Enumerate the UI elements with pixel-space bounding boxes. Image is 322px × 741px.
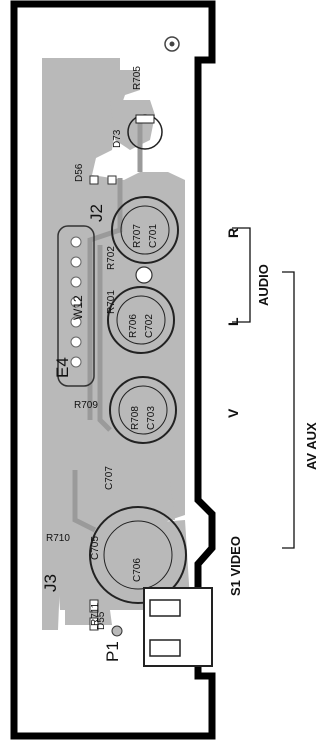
label-c705: C705 xyxy=(90,536,101,560)
connector-j2 xyxy=(57,225,95,387)
label-r707: R707 xyxy=(132,224,143,248)
label-p1: P1 xyxy=(103,641,122,662)
pads xyxy=(89,175,123,637)
av-aux-bracket xyxy=(282,271,295,549)
label-d56: D56 xyxy=(74,163,85,182)
label-r705: R705 xyxy=(132,66,143,90)
capacitor-c706 xyxy=(89,506,187,604)
label-c707: C707 xyxy=(104,466,115,490)
label-w12: W12 xyxy=(71,295,85,320)
label-c706: C706 xyxy=(132,558,143,582)
audio-bracket xyxy=(232,227,251,323)
label-s1-video: S1 VIDEO xyxy=(228,536,243,596)
label-v-channel: V xyxy=(225,408,241,418)
label-audio: AUDIO xyxy=(256,264,271,306)
svideo-connector xyxy=(143,587,213,667)
traces xyxy=(72,120,143,533)
label-d73: D73 xyxy=(112,129,123,148)
component-labels: R705 D73 D56 J2 R707 C701 R702 R701 R706… xyxy=(41,66,159,662)
center-hole xyxy=(135,266,153,284)
label-r706: R706 xyxy=(128,314,139,338)
label-j3: J3 xyxy=(41,574,60,592)
label-r-channel: R xyxy=(225,228,241,238)
label-j2: J2 xyxy=(87,204,106,222)
mounting-hole xyxy=(164,36,180,52)
label-av-aux: AV AUX xyxy=(304,422,319,470)
label-c702: C702 xyxy=(144,314,155,338)
label-r701: R701 xyxy=(106,290,117,314)
label-c703: C703 xyxy=(146,406,157,430)
label-r710: R710 xyxy=(46,533,70,544)
label-r702: R702 xyxy=(106,246,117,270)
label-c701: C701 xyxy=(148,224,159,248)
label-e4: E4 xyxy=(53,357,72,378)
label-r709: R709 xyxy=(74,400,98,411)
label-r711: R711 xyxy=(90,602,101,626)
led-d73 xyxy=(127,114,163,150)
side-labels: R L V AUDIO AV AUX S1 VIDEO xyxy=(225,227,319,596)
capacitor-c701 xyxy=(111,196,179,264)
capacitor-c702 xyxy=(107,286,175,354)
label-d55: D55 xyxy=(96,611,107,630)
label-r708: R708 xyxy=(130,406,141,430)
capacitor-c703 xyxy=(109,376,177,444)
